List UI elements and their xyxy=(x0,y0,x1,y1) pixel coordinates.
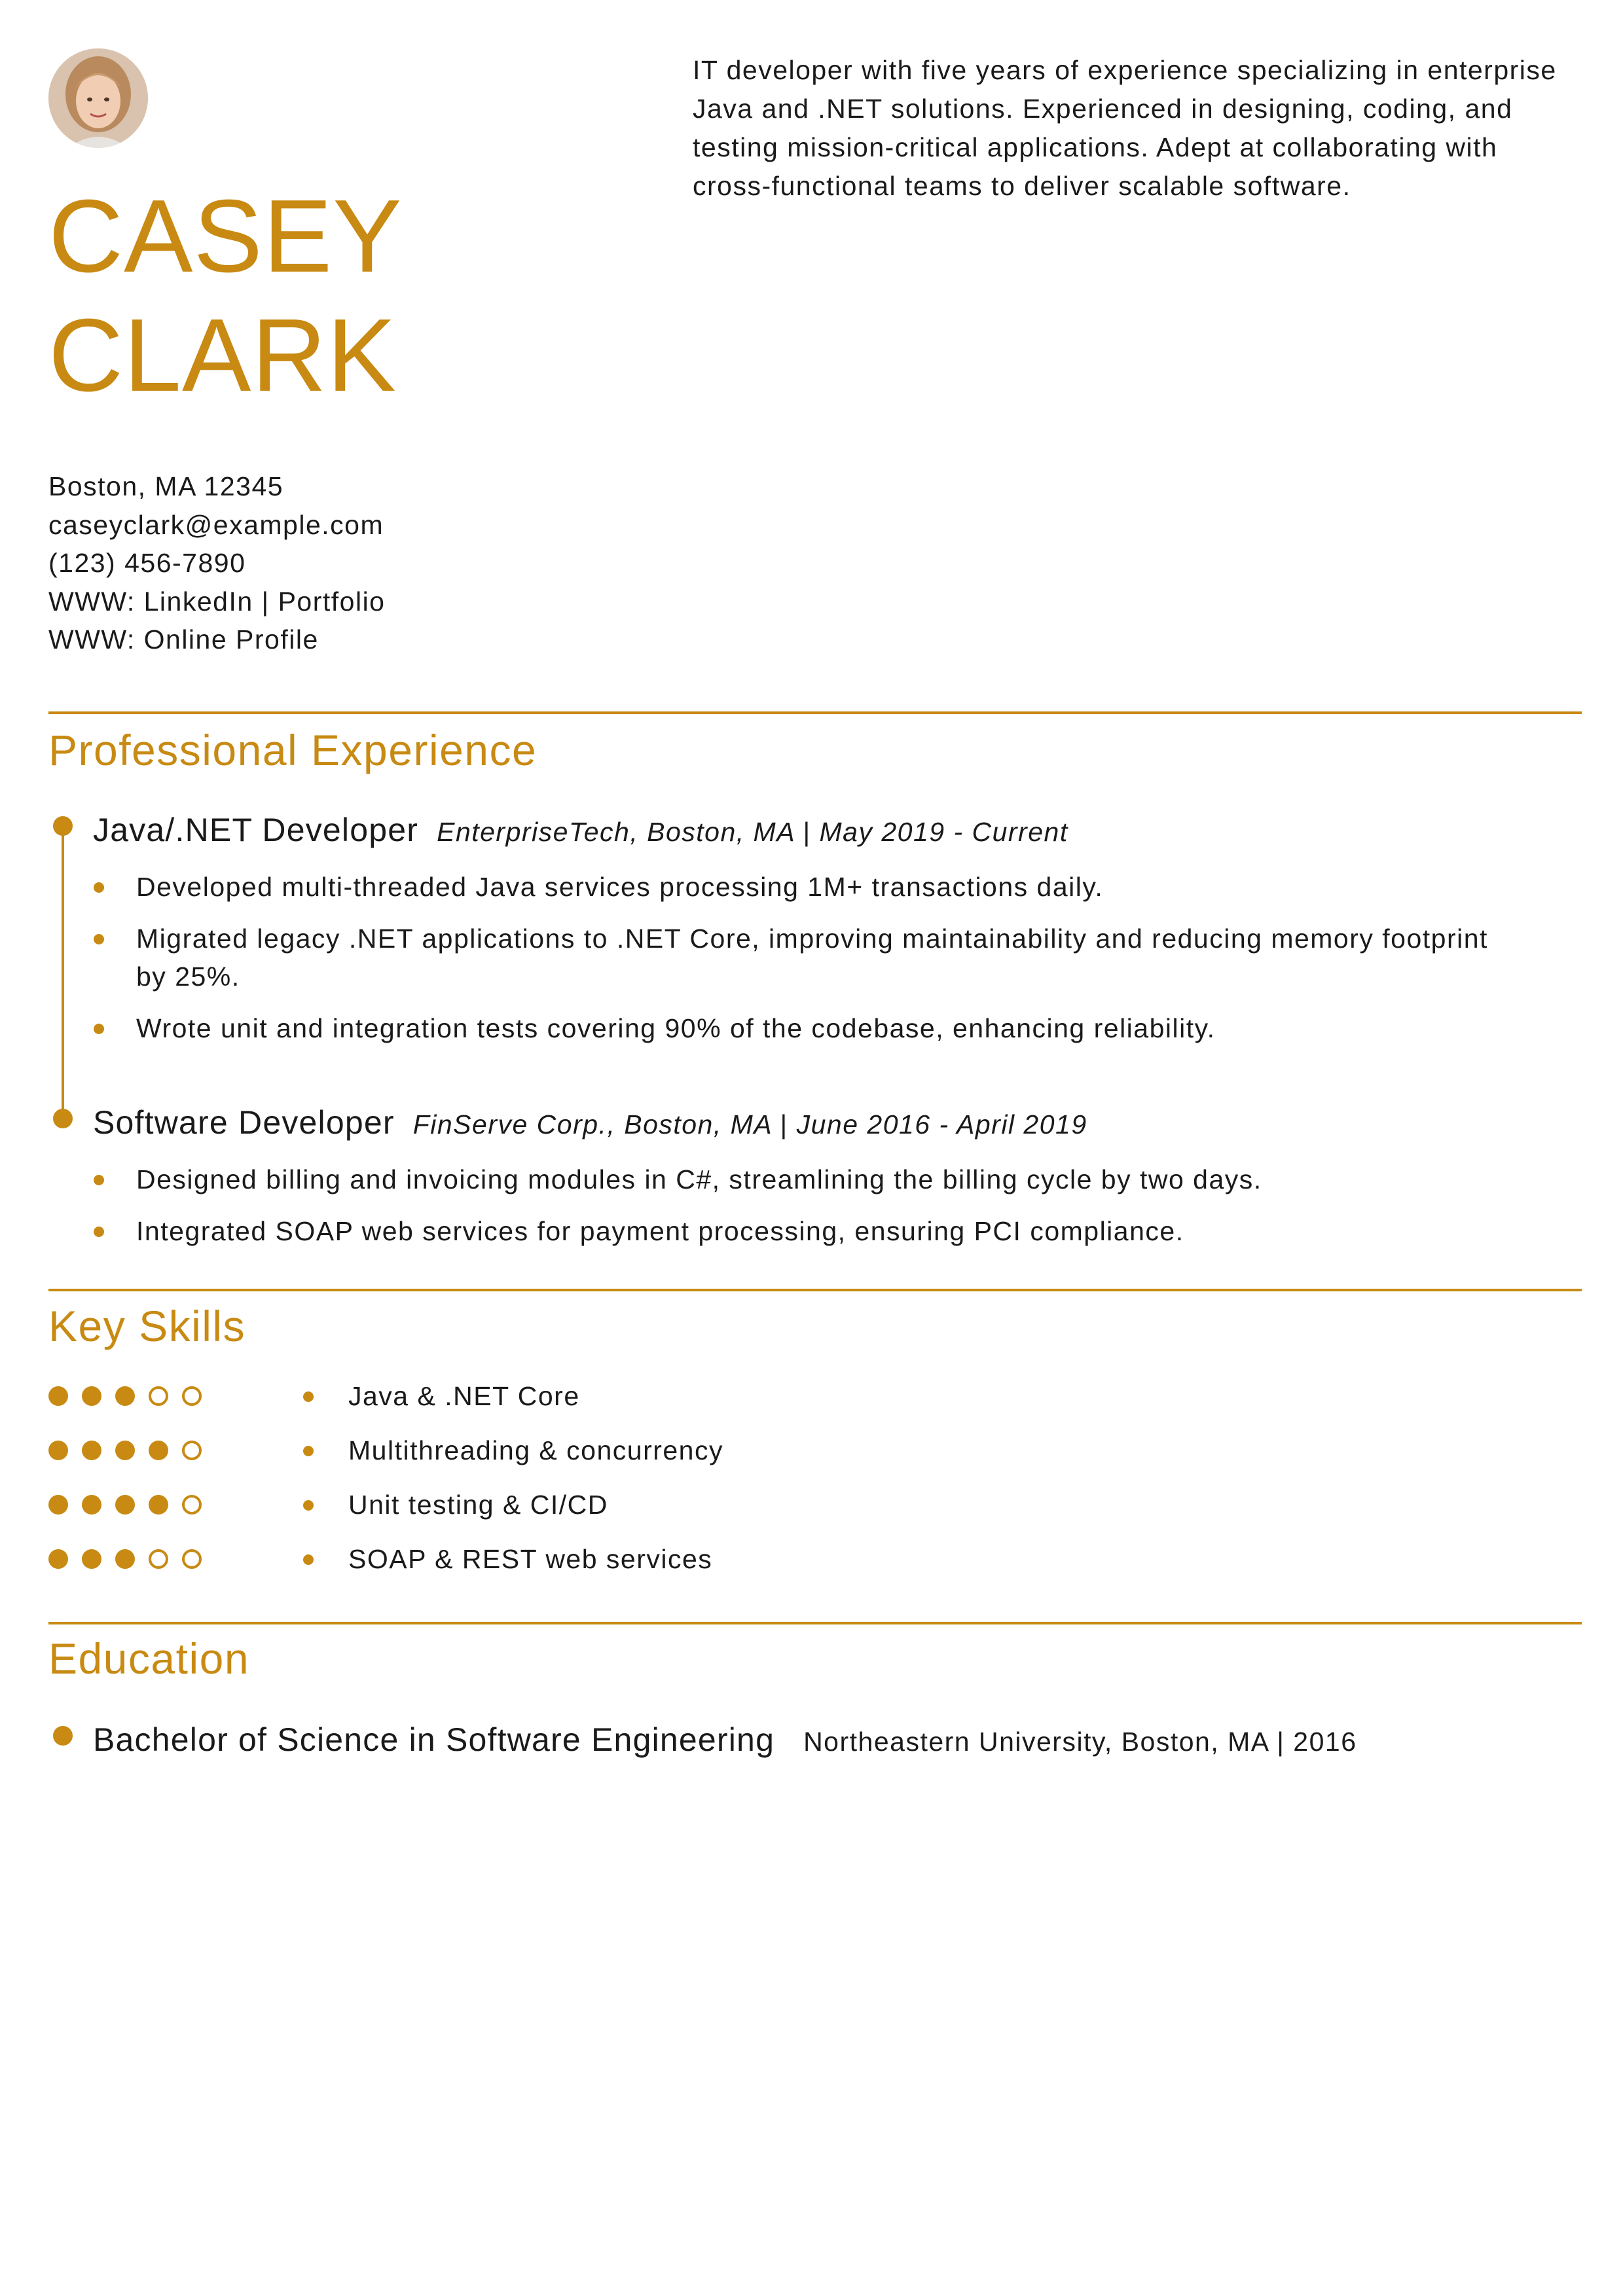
contact-address: Boston, MA 12345 xyxy=(48,471,284,501)
avatar xyxy=(48,48,148,148)
rating-dot-filled xyxy=(82,1549,101,1569)
experience-heading: Professional Experience xyxy=(48,726,538,774)
job-location: , Boston, MA xyxy=(607,1109,772,1139)
rating-dot-empty xyxy=(182,1495,202,1515)
skill-label: SOAP & REST web services xyxy=(348,1544,713,1574)
contact-info: Boston, MA 12345 caseyclark@example.com … xyxy=(48,467,386,659)
candidate-name: CASEY CLARK xyxy=(48,177,403,415)
rating-dot-filled xyxy=(48,1441,68,1460)
education-details: Northeastern University, Boston, MA | 20… xyxy=(803,1727,1357,1757)
rating-dot-filled xyxy=(48,1549,68,1569)
rating-dot-filled xyxy=(115,1495,135,1515)
job-bullet: Integrated SOAP web services for payment… xyxy=(136,1216,1184,1246)
section-divider xyxy=(48,711,1582,714)
skill-label: Java & .NET Core xyxy=(348,1381,580,1411)
rating-dot-filled xyxy=(149,1441,168,1460)
bullet-dot xyxy=(94,1024,104,1034)
rating-dot-filled xyxy=(48,1495,68,1515)
rating-dot-empty xyxy=(149,1386,168,1406)
job-role: Software Developer xyxy=(93,1104,395,1141)
rating-dot-empty xyxy=(182,1549,202,1569)
rating-dot-empty xyxy=(182,1441,202,1460)
job-role: Java/.NET Developer xyxy=(93,812,419,848)
bullet-dot xyxy=(303,1500,314,1511)
bullet-dot xyxy=(303,1554,314,1565)
education-entry: Bachelor of Science in Software Engineer… xyxy=(93,1720,1357,1761)
job-bullet: Designed billing and invoicing modules i… xyxy=(136,1164,1262,1194)
job-header: Software Developer FinServe Corp., Boston… xyxy=(93,1103,1087,1144)
skill-rating xyxy=(48,1441,202,1460)
job-dates: June 2016 - April 2019 xyxy=(796,1109,1087,1139)
contact-www-links[interactable]: WWW: LinkedIn | Portfolio xyxy=(48,586,386,617)
rating-dot-filled xyxy=(48,1386,68,1406)
rating-dot-filled xyxy=(149,1495,168,1515)
rating-dot-filled xyxy=(82,1386,101,1406)
skill-rating xyxy=(48,1549,202,1569)
contact-www-profile[interactable]: WWW: Online Profile xyxy=(48,624,319,655)
first-name: CASEY xyxy=(48,179,403,294)
rating-dot-filled xyxy=(82,1495,101,1515)
job-location: , Boston, MA xyxy=(630,817,795,847)
skill-rating xyxy=(48,1386,202,1406)
skills-heading: Key Skills xyxy=(48,1302,246,1350)
bullet-dot xyxy=(94,934,104,944)
rating-dot-filled xyxy=(115,1549,135,1569)
job-dates: May 2019 - Current xyxy=(819,817,1068,847)
job-separator: | xyxy=(780,1109,788,1139)
section-divider xyxy=(48,1622,1582,1624)
bullet-dot xyxy=(303,1446,314,1456)
degree: Bachelor of Science in Software Engineer… xyxy=(93,1721,775,1758)
bullet-dot xyxy=(94,1227,104,1237)
summary: IT developer with five years of experien… xyxy=(693,55,1557,201)
job-header: Java/.NET Developer EnterpriseTech, Bosto… xyxy=(93,810,1068,852)
bullet-dot xyxy=(94,1175,104,1185)
section-divider xyxy=(48,1289,1582,1291)
contact-email[interactable]: caseyclark@example.com xyxy=(48,509,384,540)
job-meta: EnterpriseTech, Boston, MA | May 2019 - … xyxy=(437,817,1068,847)
timeline-line xyxy=(62,826,64,1114)
profile-photo-icon xyxy=(48,48,148,148)
contact-phone: (123) 456-7890 xyxy=(48,548,246,578)
job-bullet: Developed multi-threaded Java services p… xyxy=(136,872,1104,902)
rating-dot-filled xyxy=(115,1441,135,1460)
job-bullet: Migrated legacy .NET applications to .NE… xyxy=(136,924,1488,992)
rating-dot-empty xyxy=(182,1386,202,1406)
skill-label: Multithreading & concurrency xyxy=(348,1435,723,1465)
bullet-dot xyxy=(94,882,104,893)
job-company: EnterpriseTech xyxy=(437,817,630,847)
skill-label: Unit testing & CI/CD xyxy=(348,1490,608,1520)
job-company: FinServe Corp. xyxy=(412,1109,608,1139)
job-meta: FinServe Corp., Boston, MA | June 2016 -… xyxy=(413,1109,1087,1139)
job-bullet: Wrote unit and integration tests coverin… xyxy=(136,1013,1216,1043)
timeline-dot xyxy=(53,1726,73,1746)
rating-dot-filled xyxy=(115,1386,135,1406)
education-heading: Education xyxy=(48,1634,250,1683)
rating-dot-empty xyxy=(149,1549,168,1569)
skill-rating xyxy=(48,1495,202,1515)
bullet-dot xyxy=(303,1391,314,1402)
timeline-dot xyxy=(53,1109,73,1128)
job-separator: | xyxy=(803,817,811,847)
timeline-dot xyxy=(53,816,73,836)
rating-dot-filled xyxy=(82,1441,101,1460)
last-name: CLARK xyxy=(48,298,397,413)
